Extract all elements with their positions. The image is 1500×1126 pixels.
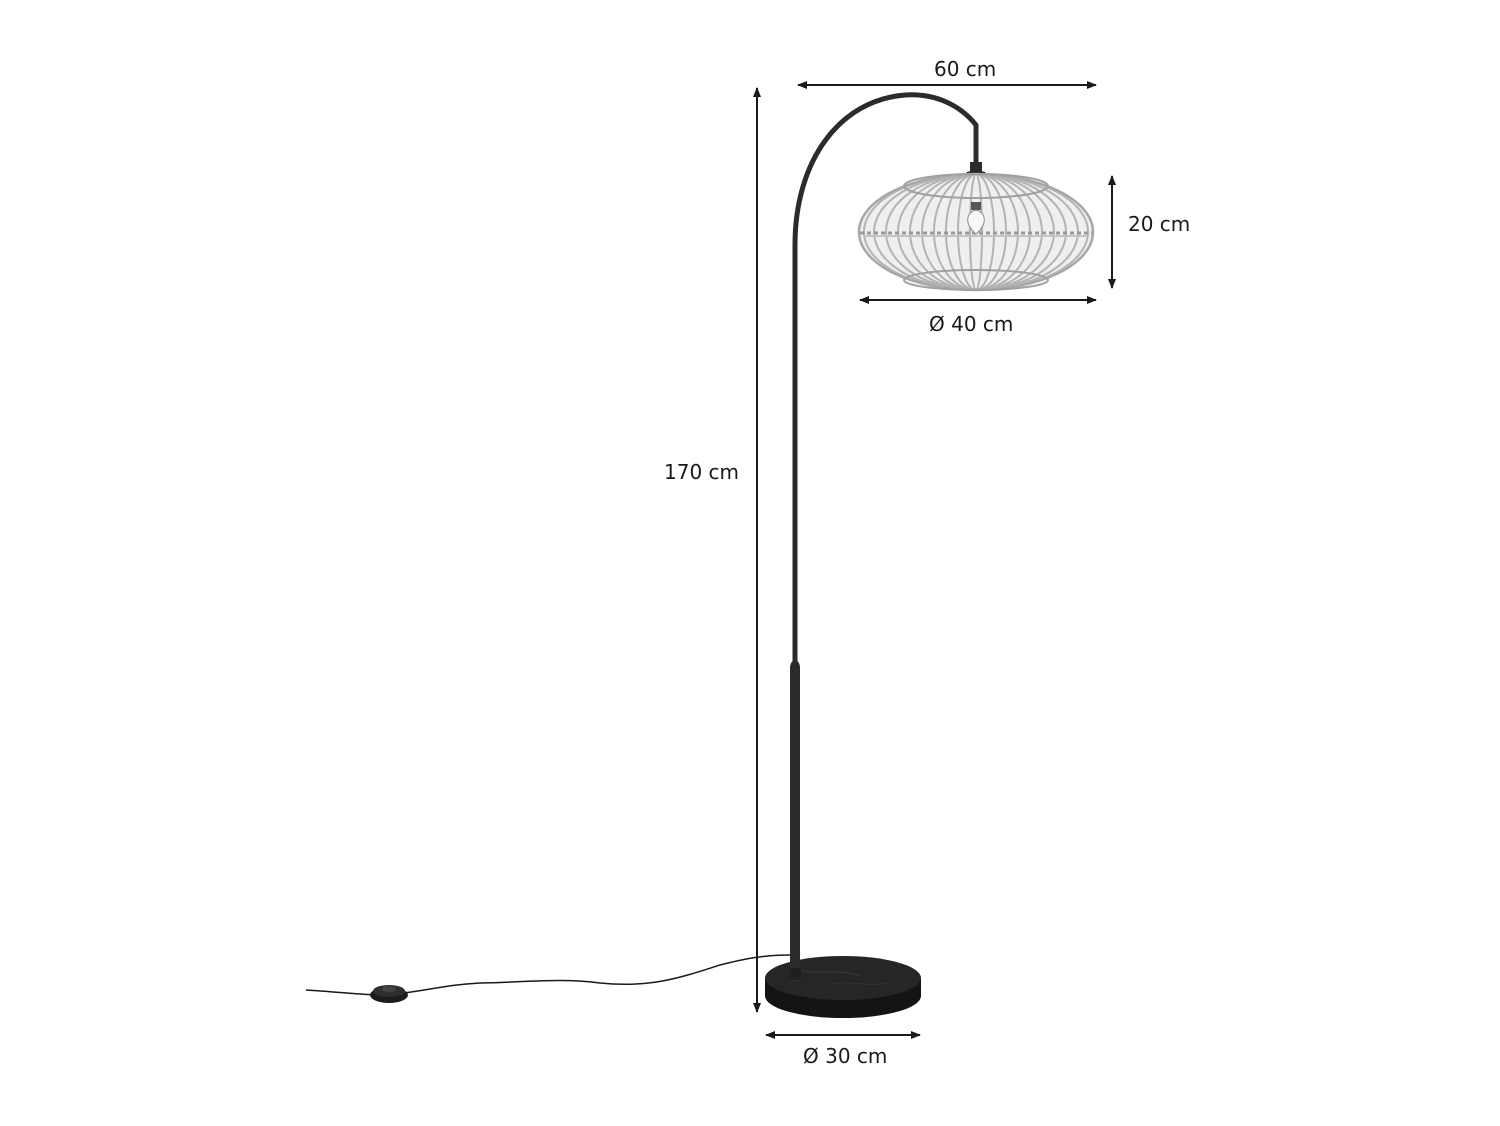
lamp-arc [792, 92, 979, 665]
shade-height-label: 20 cm [1128, 212, 1191, 236]
total-height-label: 170 cm [664, 460, 740, 484]
light-bulb-icon [967, 202, 985, 235]
foot-switch [370, 985, 408, 1003]
lamp-base [765, 956, 921, 1018]
reach-label: 60 cm [934, 57, 997, 81]
base-diameter-label: Ø 30 cm [803, 1044, 888, 1068]
lamp-pole-lower [790, 660, 801, 982]
shade-diameter-label: Ø 40 cm [929, 312, 1014, 336]
